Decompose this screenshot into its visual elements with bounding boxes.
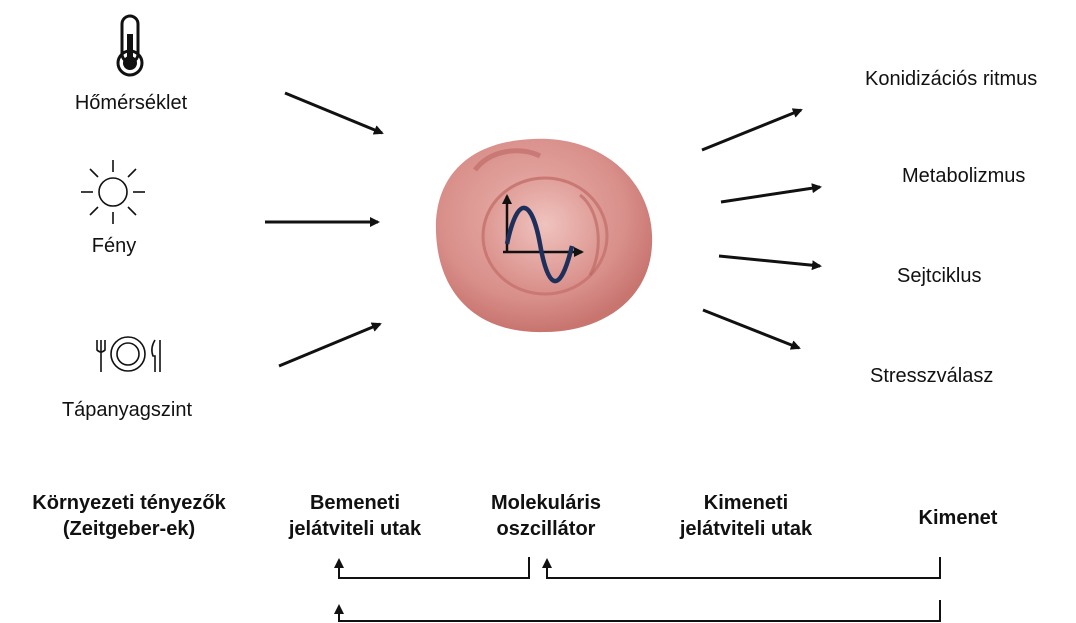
stage-output-pathways-line1: Kimeneti — [680, 490, 812, 516]
stage-output: Kimenet — [919, 505, 998, 531]
label-temperature: Hőmérséklet — [75, 92, 187, 115]
label-nutrients: Tápanyagszint — [62, 399, 192, 422]
plate-cutlery-icon — [97, 337, 160, 372]
label-light: Fény — [92, 235, 136, 258]
feedback-output-to-oscillator — [547, 557, 940, 578]
output-arrows — [702, 110, 820, 348]
feedback-lines — [339, 557, 940, 621]
cell-icon — [436, 139, 652, 332]
stage-oscillator: Molekuláris oszcillátor — [491, 490, 601, 542]
stage-input-pathways-line2: jelátviteli utak — [289, 516, 421, 542]
stage-environment-line2: (Zeitgeber-ek) — [32, 516, 225, 542]
arrow-nutrients-in — [279, 324, 380, 366]
stage-output-pathways-line2: jelátviteli utak — [680, 516, 812, 542]
stage-environment: Környezeti tényezők (Zeitgeber-ek) — [32, 490, 225, 542]
stage-output-line1: Kimenet — [919, 505, 998, 531]
label-cell-cycle: Sejtciklus — [897, 265, 981, 288]
sun-icon — [81, 160, 145, 224]
thermometer-icon — [118, 16, 142, 75]
input-arrows — [265, 93, 382, 366]
stage-input-pathways: Bemeneti jelátviteli utak — [289, 490, 421, 542]
arrow-conidiation-out — [702, 110, 801, 150]
label-metabolism: Metabolizmus — [902, 165, 1025, 188]
arrow-cell-cycle-out — [719, 256, 820, 266]
label-conidiation: Konidizációs ritmus — [865, 68, 1037, 91]
arrow-metabolism-out — [721, 187, 820, 202]
stage-oscillator-line1: Molekuláris — [491, 490, 601, 516]
stage-output-pathways: Kimeneti jelátviteli utak — [680, 490, 812, 542]
stage-input-pathways-line1: Bemeneti — [289, 490, 421, 516]
stage-environment-line1: Környezeti tényezők — [32, 490, 225, 516]
arrow-temperature-in — [285, 93, 382, 133]
label-stress: Stresszválasz — [870, 365, 993, 388]
stage-oscillator-line2: oszcillátor — [491, 516, 601, 542]
arrow-stress-out — [703, 310, 799, 348]
feedback-oscillator-to-input — [339, 557, 529, 578]
feedback-output-to-input — [339, 600, 940, 621]
